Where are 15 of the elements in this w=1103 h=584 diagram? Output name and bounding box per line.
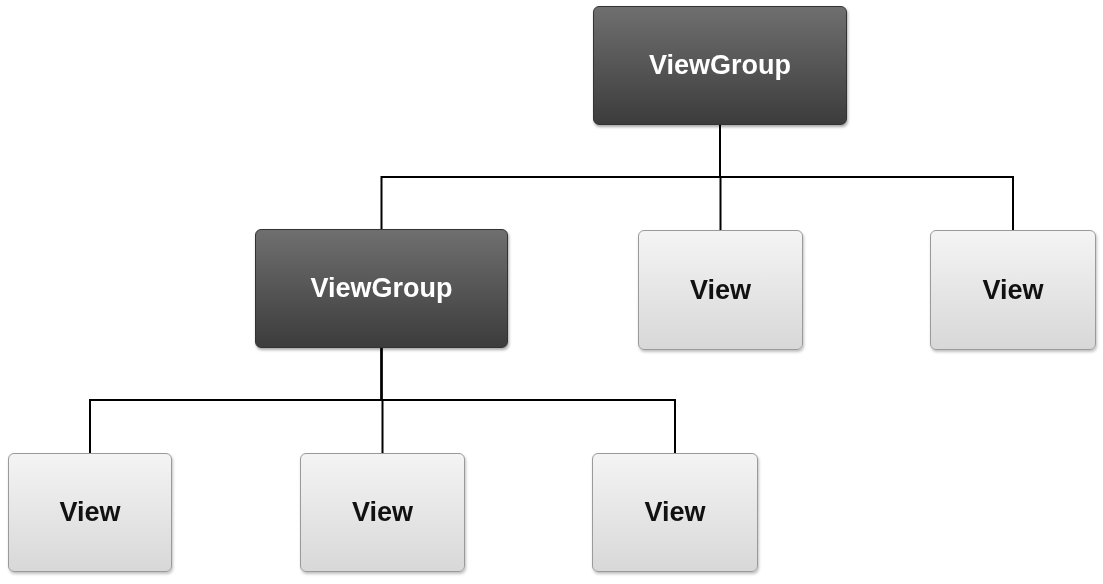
container-box xyxy=(593,6,847,125)
leaf-box xyxy=(8,453,172,572)
node-label: View xyxy=(351,497,413,528)
connector-line xyxy=(380,347,676,454)
node-label: View xyxy=(644,497,706,528)
node-label: ViewGroup xyxy=(649,50,791,81)
leaf-box xyxy=(592,453,758,572)
node-label: View xyxy=(59,497,121,528)
leaf-box xyxy=(638,230,803,350)
leaf-box xyxy=(300,453,465,572)
node-label: View xyxy=(982,274,1044,306)
node-label: View xyxy=(689,274,751,306)
node-label: ViewGroup xyxy=(310,273,453,304)
leaf-box xyxy=(930,230,1096,350)
container-box xyxy=(255,229,508,348)
